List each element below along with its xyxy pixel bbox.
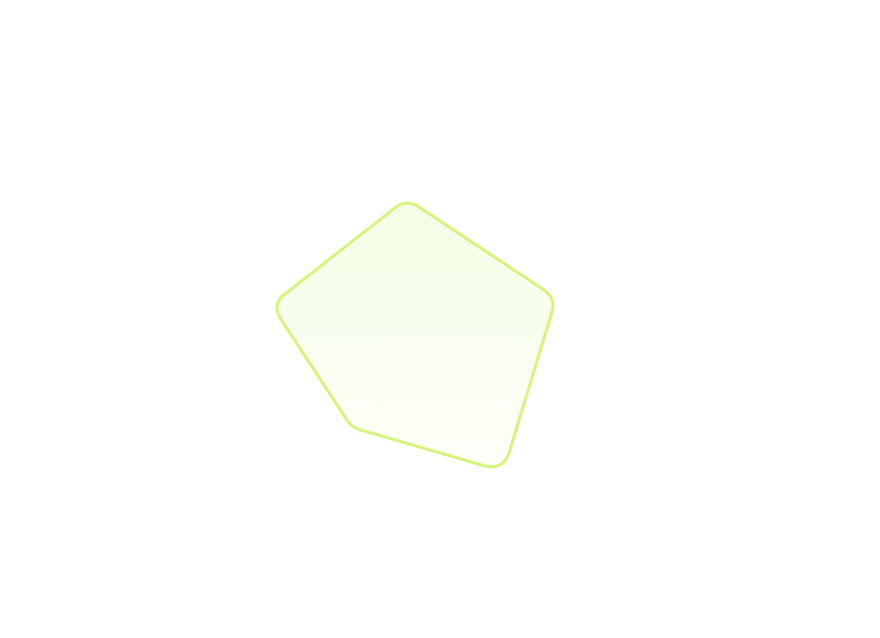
rounded-pentagon-shape[interactable] bbox=[275, 201, 555, 469]
